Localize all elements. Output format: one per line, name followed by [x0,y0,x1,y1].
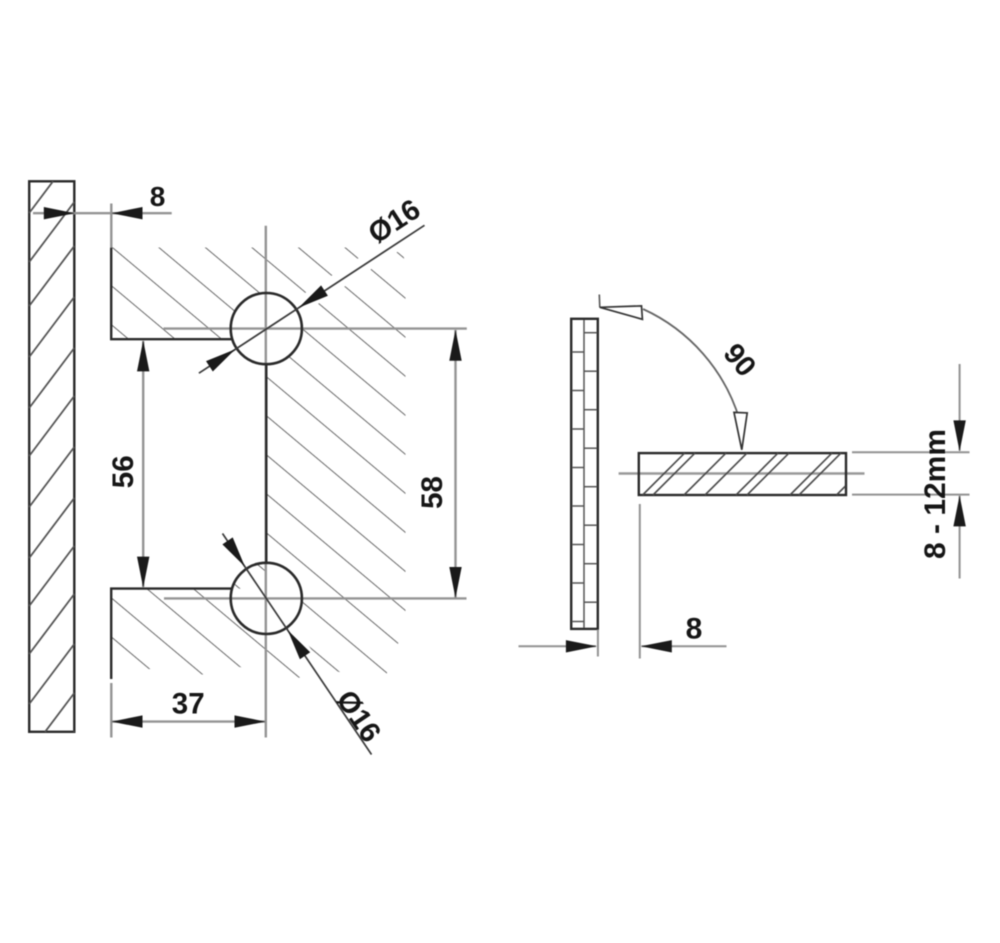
svg-text:8 - 12mm: 8 - 12mm [919,429,952,559]
svg-text:8: 8 [150,181,166,212]
svg-text:56: 56 [107,455,140,488]
svg-text:8: 8 [686,612,703,645]
svg-text:37: 37 [172,687,205,720]
svg-text:58: 58 [416,476,449,509]
